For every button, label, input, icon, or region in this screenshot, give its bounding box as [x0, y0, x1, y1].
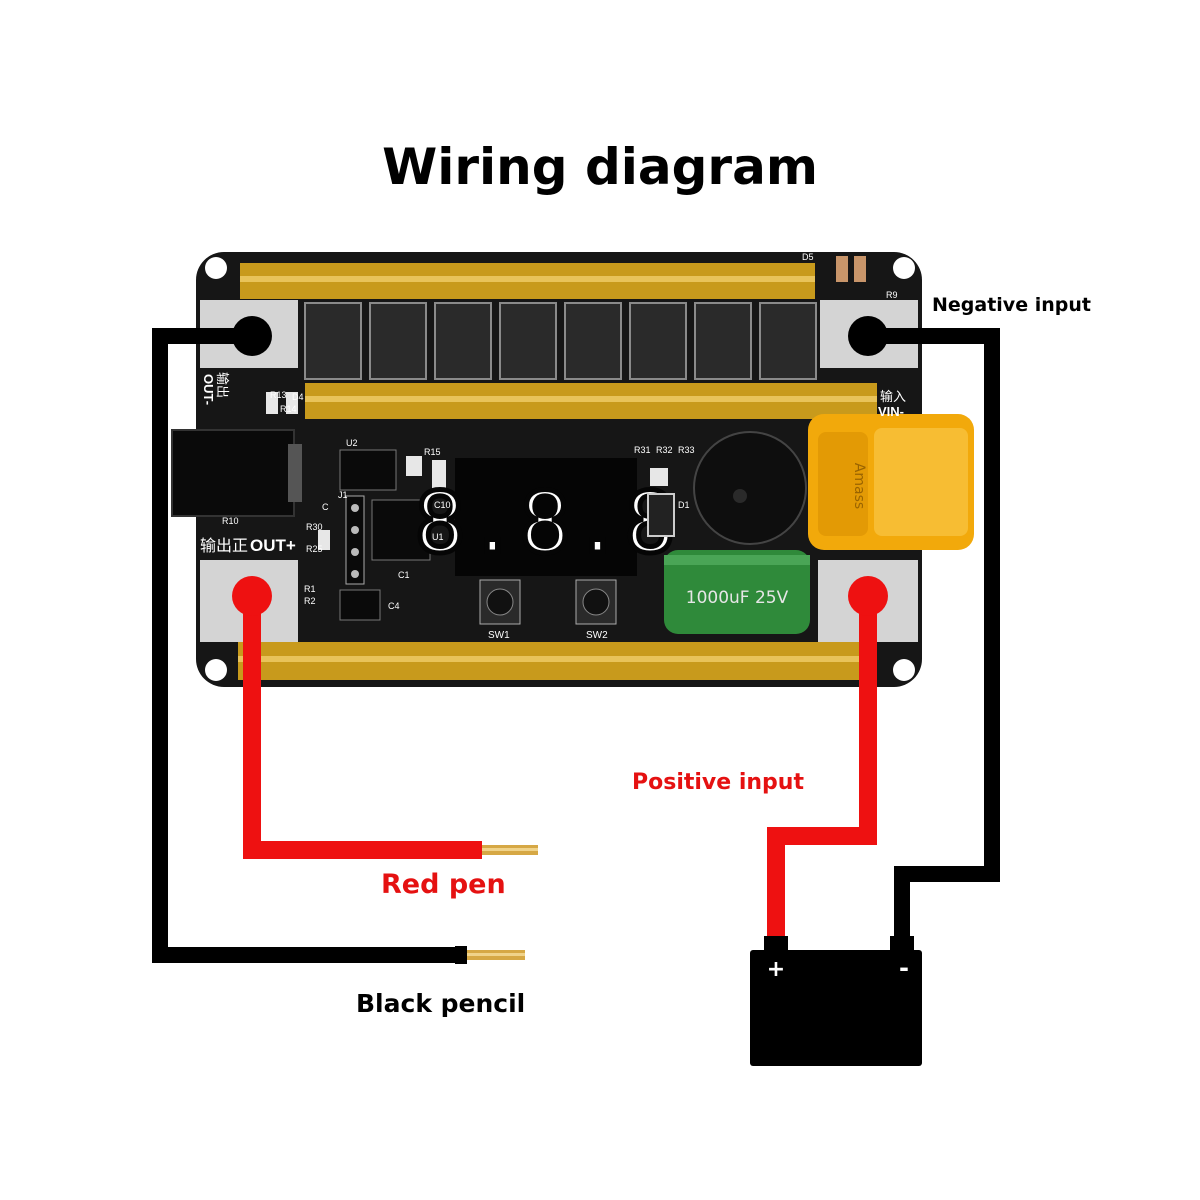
terminal-out-minus	[232, 316, 272, 356]
black-pencil-tip-icon	[455, 946, 525, 964]
vin-minus-label: 输入 VIN-	[878, 389, 906, 419]
svg-text:R33: R33	[678, 445, 695, 455]
capacitor-icon: 1000uF 25V	[664, 550, 810, 634]
negative-input-label: Negative input	[932, 294, 1091, 316]
sw1-label: SW1	[488, 630, 510, 641]
button-sw1[interactable]	[479, 579, 521, 625]
svg-text:VIN-: VIN-	[878, 404, 904, 419]
svg-text:R15: R15	[424, 447, 441, 457]
svg-text:D4: D4	[292, 392, 304, 402]
svg-text:R2: R2	[304, 596, 316, 606]
black-wire-output	[152, 328, 462, 963]
mounting-hole	[205, 659, 227, 681]
svg-text:D5: D5	[802, 252, 814, 262]
svg-text:R9: R9	[886, 290, 898, 300]
red-pen-tip-icon	[464, 841, 538, 859]
svg-text:R14: R14	[280, 404, 297, 414]
terminal-vin-minus	[848, 316, 888, 356]
mounting-hole	[893, 257, 915, 279]
svg-text:U2: U2	[346, 438, 358, 448]
spot-welder-board: 8.8.8 1000uF 25V Amass D5	[171, 252, 974, 687]
button-sw2[interactable]	[575, 579, 617, 625]
out-plus-label: 输出正 OUT+	[200, 536, 296, 555]
svg-text:1000uF 25V: 1000uF 25V	[686, 588, 789, 608]
red-wire-positive	[767, 596, 877, 946]
svg-text:OUT-: OUT-	[201, 374, 216, 405]
svg-text:J1: J1	[338, 490, 348, 500]
positive-input-label: Positive input	[632, 770, 804, 795]
out-minus-label: 输出 OUT-	[201, 372, 230, 405]
chip-u1	[371, 499, 431, 561]
battery-minus-label: -	[899, 954, 909, 982]
svg-text:C: C	[322, 502, 329, 512]
svg-text:C4: C4	[388, 601, 400, 611]
diode-d1	[647, 493, 675, 537]
sw2-label: SW2	[586, 630, 608, 641]
svg-text:R25: R25	[306, 544, 323, 554]
svg-text:R30: R30	[306, 522, 323, 532]
svg-text:R10: R10	[222, 516, 239, 526]
black-pencil-label: Black pencil	[356, 989, 525, 1018]
diagram-title: Wiring diagram	[382, 138, 818, 196]
mosfet-row	[304, 302, 817, 380]
dc-jack-icon	[171, 429, 295, 517]
svg-text:C1: C1	[398, 570, 410, 580]
svg-text:输出正: 输出正	[200, 537, 248, 555]
svg-text:R13: R13	[270, 390, 287, 400]
seven-segment-display-icon	[455, 458, 637, 576]
red-pen-label: Red pen	[381, 869, 506, 900]
svg-text:输入: 输入	[880, 389, 906, 404]
terminal-out-plus	[232, 576, 272, 616]
mounting-hole	[893, 659, 915, 681]
buzzer-icon	[693, 431, 807, 545]
terminal-vin-plus	[848, 576, 888, 616]
battery-icon: + -	[750, 936, 922, 1066]
svg-text:R31: R31	[634, 445, 651, 455]
svg-text:U1: U1	[432, 532, 444, 542]
red-wire-output	[243, 596, 468, 859]
svg-text:D1: D1	[678, 500, 690, 510]
chip-u2	[339, 449, 397, 491]
svg-text:R1: R1	[304, 584, 316, 594]
svg-text:R32: R32	[656, 445, 673, 455]
header-j1	[345, 495, 365, 585]
xt60-connector-icon: Amass	[808, 414, 974, 550]
svg-text:输出: 输出	[215, 372, 230, 398]
svg-text:C10: C10	[434, 500, 451, 510]
svg-text:OUT+: OUT+	[250, 536, 296, 555]
black-wire-negative	[868, 328, 1000, 946]
battery-plus-label: +	[767, 957, 785, 982]
svg-text:Amass: Amass	[851, 463, 867, 509]
mounting-hole	[205, 257, 227, 279]
display-digits: 8.8.8	[415, 474, 678, 572]
